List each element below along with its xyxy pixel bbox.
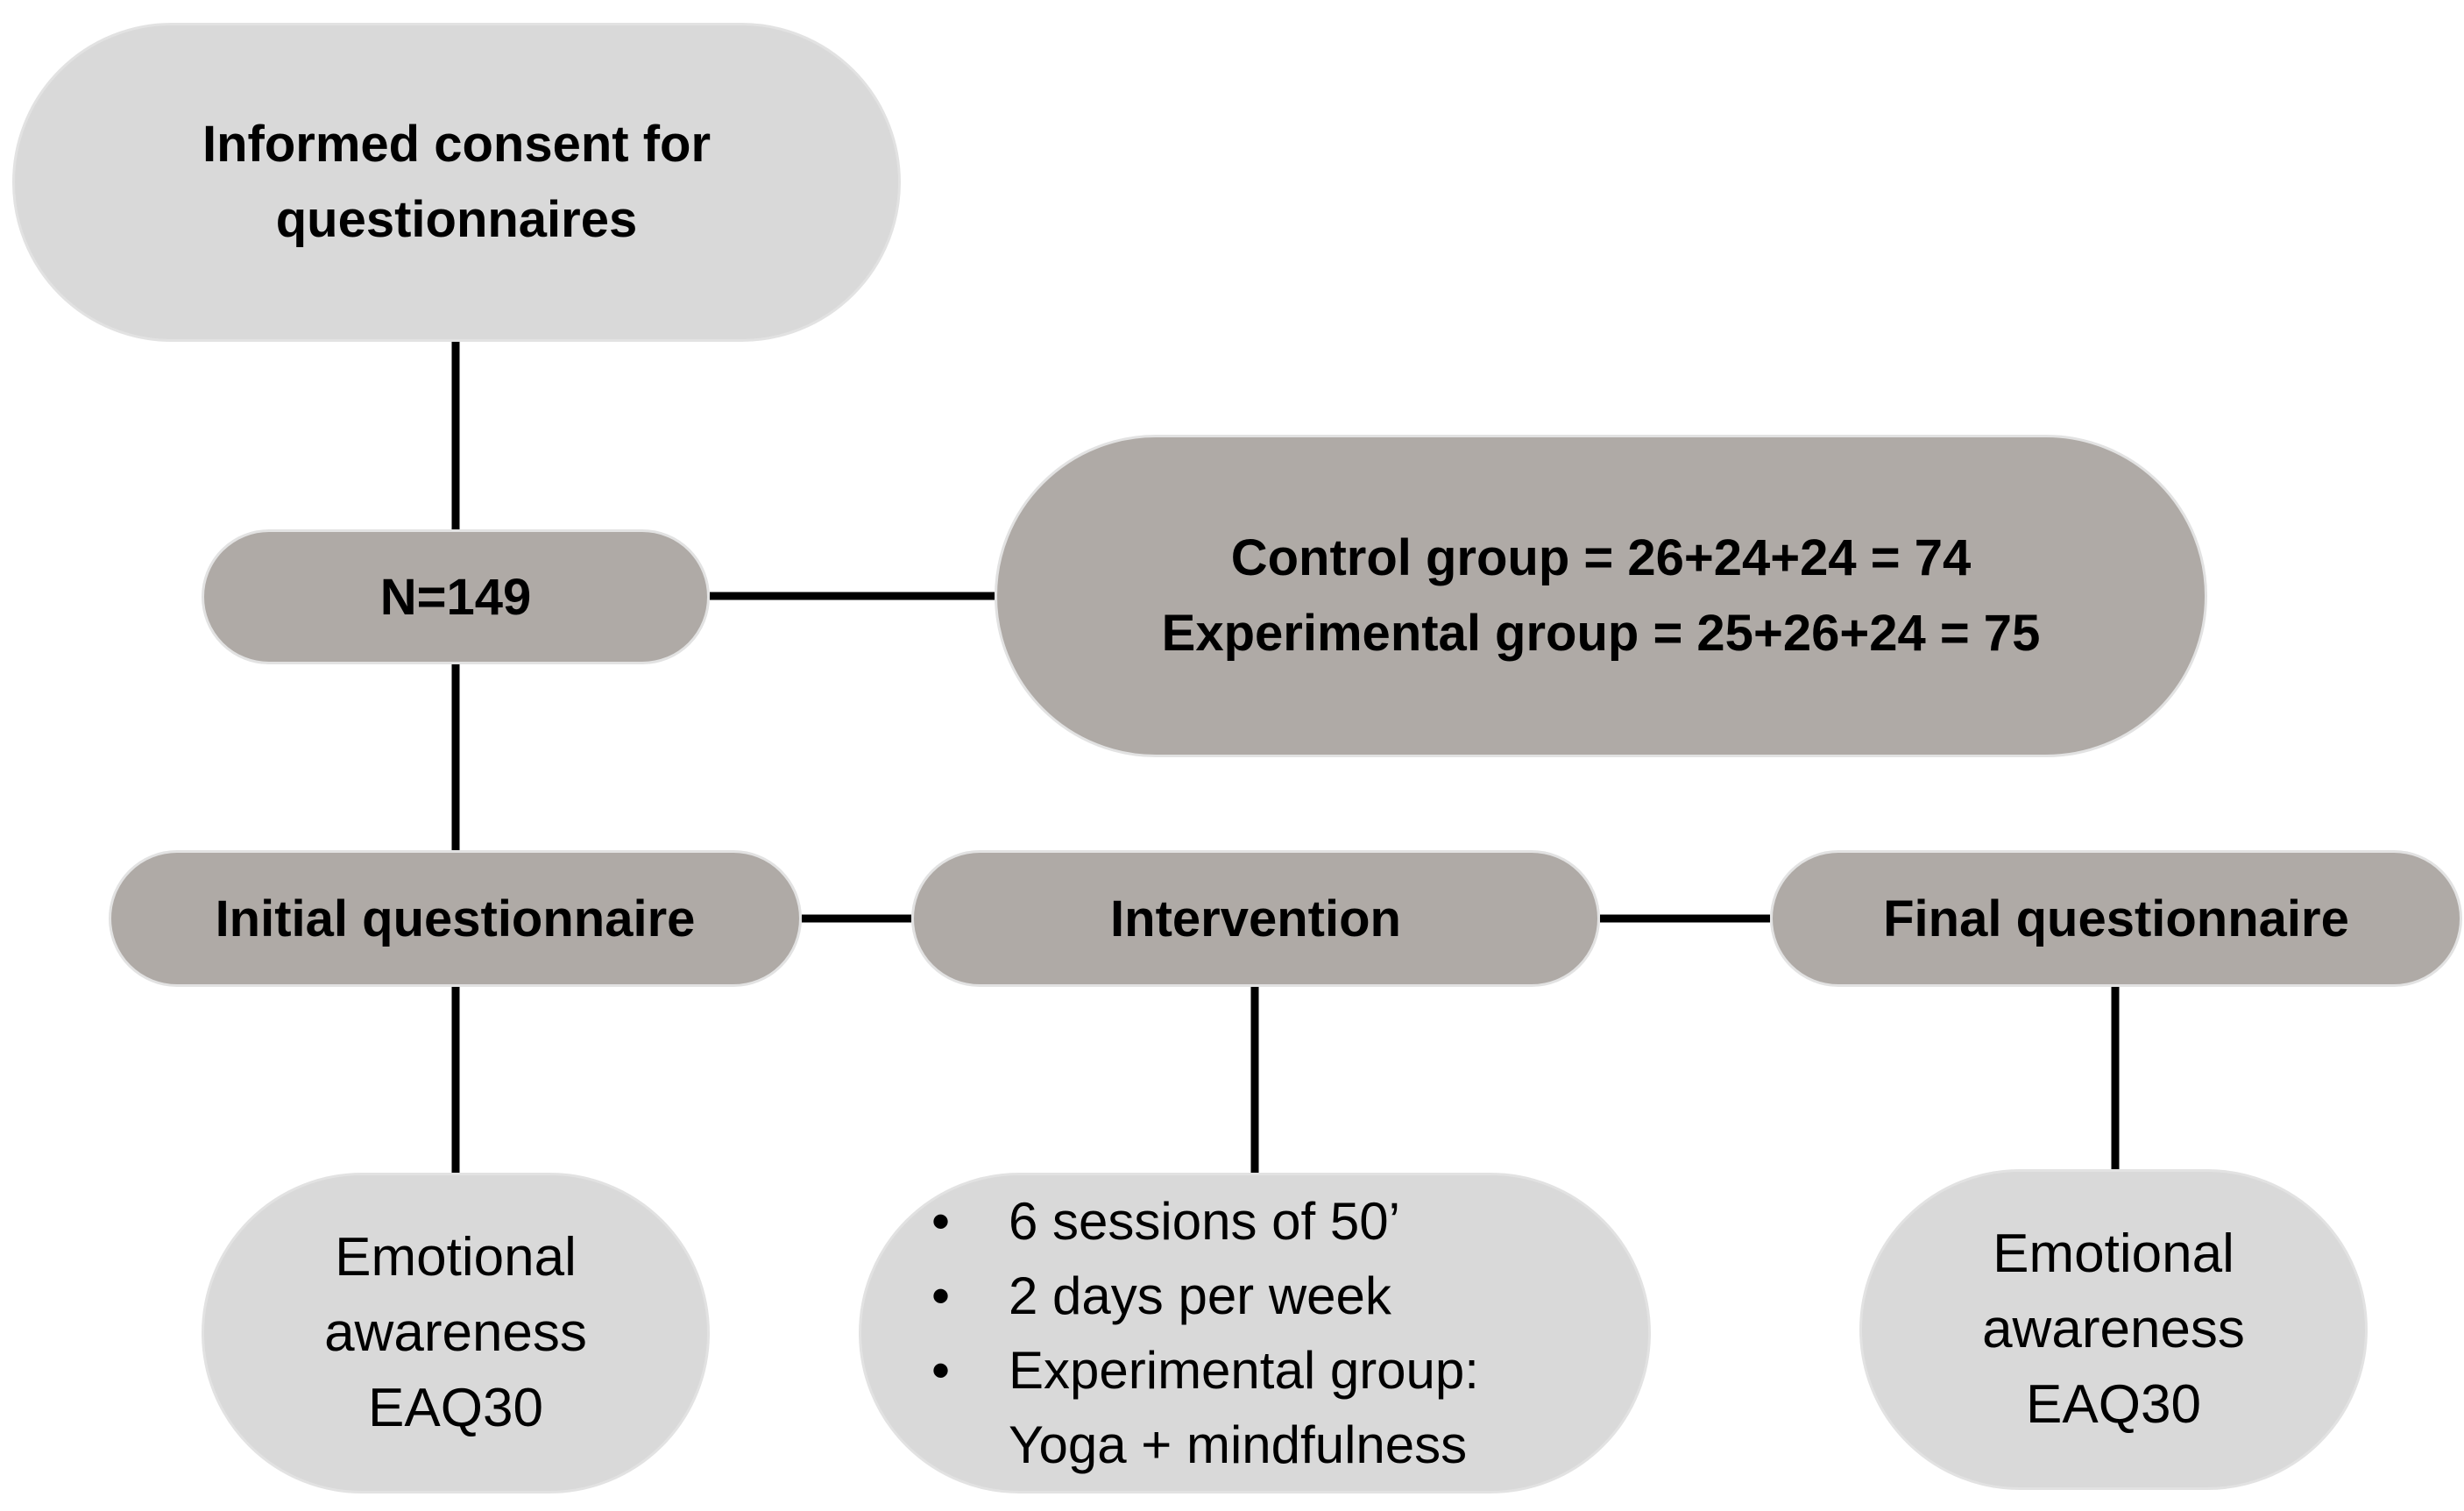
list-item: • 6 sessions of 50’ (931, 1184, 1479, 1259)
final-measure-line-1: Emotional (1993, 1224, 2234, 1284)
intervention-details-list: • 6 sessions of 50’ • 2 days per week • … (931, 1184, 1479, 1482)
initial-measure-line-3: EAQ30 (368, 1378, 543, 1438)
sample-size-label: N=149 (379, 568, 532, 626)
initial-measure-node: Emotional awareness EAQ30 (202, 1173, 710, 1493)
final-measure-line-3: EAQ30 (2026, 1374, 2201, 1435)
list-item: • Experimental group: Yoga + mindfulness (931, 1333, 1479, 1482)
informed-consent-line-1: Informed consent for (202, 116, 712, 173)
informed-consent-node: Informed consent for questionnaires (12, 23, 901, 342)
bullet-icon: • (931, 1341, 951, 1400)
initial-questionnaire-node: Initial questionnaire (109, 850, 802, 987)
sample-size-node: N=149 (202, 529, 710, 664)
intervention-label: Intervention (1110, 890, 1401, 947)
groups-node: Control group = 26+24+24 = 74 Experiment… (995, 435, 2207, 757)
control-group-line: Control group = 26+24+24 = 74 (1230, 529, 1972, 586)
list-item-continuation: Yoga + mindfulness (1009, 1415, 1468, 1474)
list-item-text: 2 days per week (1009, 1266, 1391, 1325)
intervention-node: Intervention (911, 850, 1600, 987)
informed-consent-line-2: questionnaires (275, 191, 638, 248)
final-measure-line-2: awareness (1982, 1299, 2245, 1359)
list-item: • 2 days per week (931, 1259, 1479, 1333)
intervention-details-node: • 6 sessions of 50’ • 2 days per week • … (859, 1173, 1651, 1493)
final-questionnaire-label: Final questionnaire (1883, 890, 2349, 947)
final-measure-node: Emotional awareness EAQ30 (1859, 1169, 2368, 1490)
final-questionnaire-node: Final questionnaire (1770, 850, 2462, 987)
bullet-icon: • (931, 1266, 951, 1325)
initial-measure-line-2: awareness (324, 1302, 587, 1363)
list-item-text: Experimental group: (1009, 1341, 1479, 1400)
initial-measure-line-1: Emotional (335, 1227, 577, 1288)
bullet-icon: • (931, 1192, 951, 1251)
list-item-text: 6 sessions of 50’ (1009, 1192, 1400, 1251)
initial-questionnaire-label: Initial questionnaire (215, 890, 696, 947)
experimental-group-line: Experimental group = 25+26+24 = 75 (1161, 605, 2041, 662)
